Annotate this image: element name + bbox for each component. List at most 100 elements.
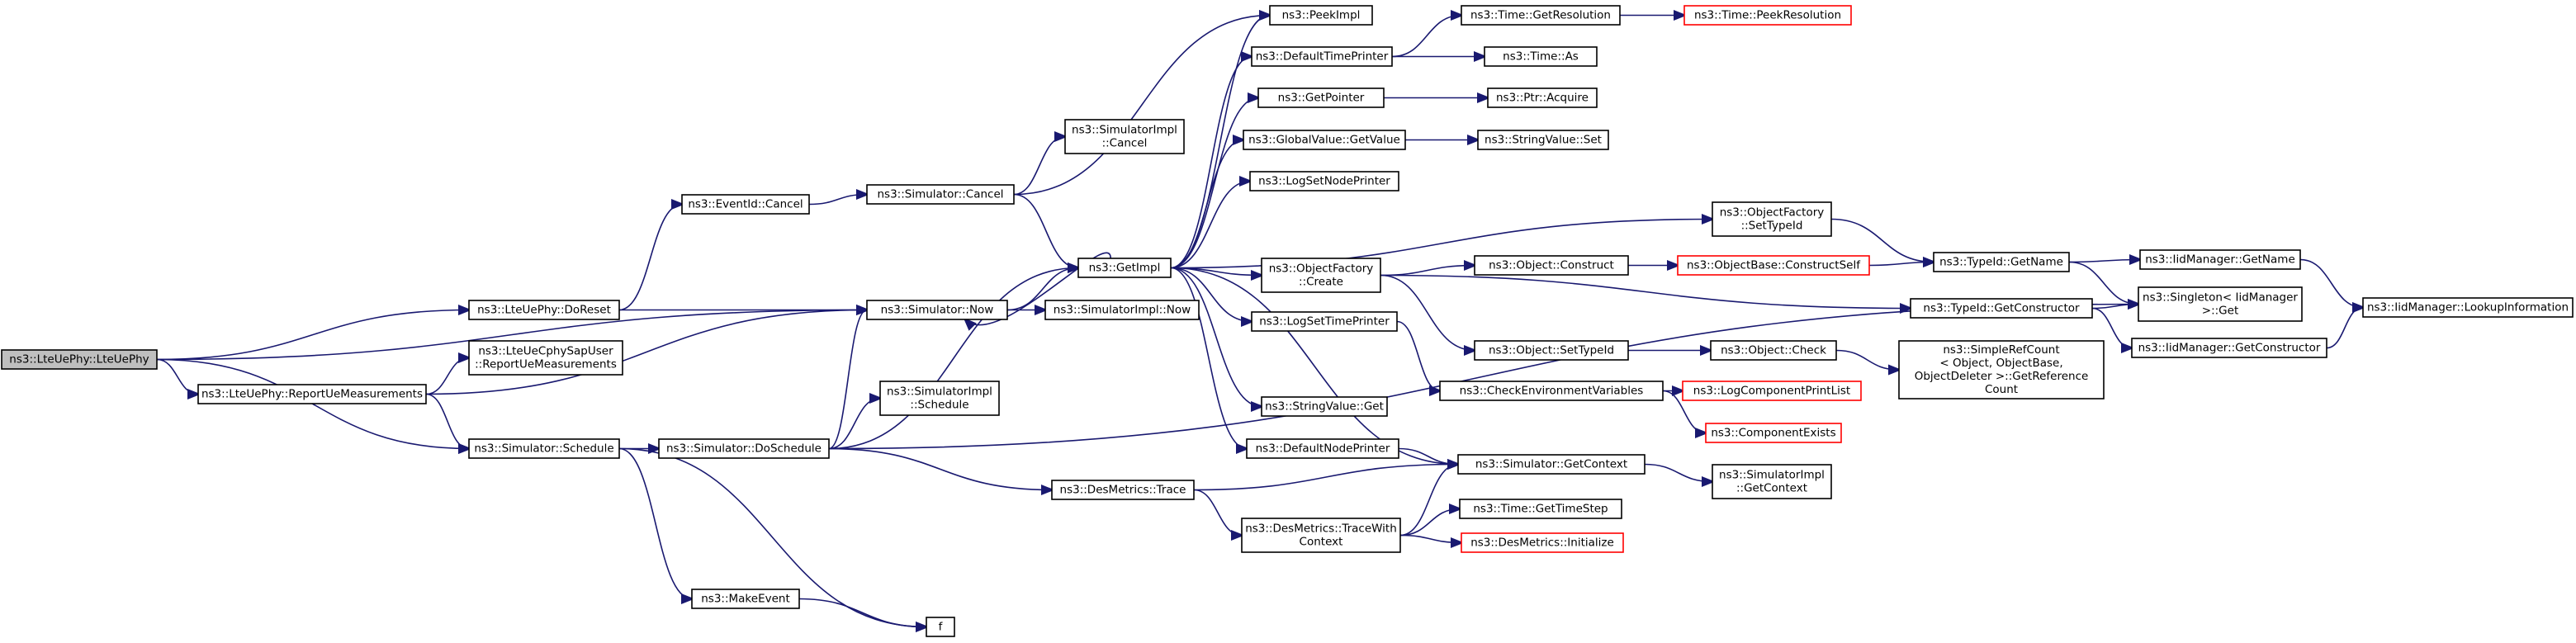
node-box[interactable]: [1683, 5, 1852, 26]
node-box[interactable]: [1251, 46, 1393, 67]
node-svget[interactable]: ns3::StringValue::Get: [1261, 396, 1388, 417]
node-ofsettypeid[interactable]: ns3::ObjectFactory::SetTypeId: [1712, 201, 1832, 237]
node-timeas[interactable]: ns3::Time::As: [1484, 46, 1598, 67]
node-logsetnode[interactable]: ns3::LogSetNodePrinter: [1249, 171, 1399, 191]
node-box[interactable]: [681, 194, 810, 215]
node-box[interactable]: [1457, 454, 1646, 475]
node-box[interactable]: [879, 381, 1000, 416]
node-box[interactable]: [1682, 381, 1862, 401]
node-simnow[interactable]: ns3::Simulator::Now: [866, 300, 1008, 320]
node-eventcancel[interactable]: ns3::EventId::Cancel: [681, 194, 810, 215]
node-constructself[interactable]: ns3::ObjectBase::ConstructSelf: [1677, 255, 1870, 276]
node-getpointer[interactable]: ns3::GetPointer: [1257, 87, 1385, 108]
node-simplerefcount[interactable]: ns3::SimpleRefCount< Object, ObjectBase,…: [1898, 340, 2105, 400]
node-objsettypeid[interactable]: ns3::Object::SetTypeId: [1474, 340, 1629, 361]
node-gettimestep[interactable]: ns3::Time::GetTimeStep: [1459, 499, 1622, 519]
node-implcancel[interactable]: ns3::SimulatorImpl::Cancel: [1064, 119, 1185, 154]
node-box[interactable]: [1257, 87, 1385, 108]
node-ptracquire[interactable]: ns3::Ptr::Acquire: [1487, 87, 1598, 108]
node-simgetcontext[interactable]: ns3::Simulator::GetContext: [1457, 454, 1646, 475]
node-box[interactable]: [1064, 119, 1185, 154]
node-box[interactable]: [197, 384, 427, 404]
node-peekresolution[interactable]: ns3::Time::PeekResolution: [1683, 5, 1852, 26]
node-box[interactable]: [1243, 130, 1406, 150]
node-box[interactable]: [468, 438, 620, 459]
node-objconstruct[interactable]: ns3::Object::Construct: [1474, 255, 1629, 276]
node-root[interactable]: ns3::LteUePhy::LteUePhy: [1, 349, 158, 370]
node-doschedule[interactable]: ns3::Simulator::DoSchedule: [658, 438, 830, 459]
node-box[interactable]: [1044, 300, 1200, 320]
node-tidgetname[interactable]: ns3::TypeId::GetName: [1933, 252, 2070, 272]
node-deftimeprinter[interactable]: ns3::DefaultTimePrinter: [1251, 46, 1393, 67]
node-box[interactable]: [1077, 258, 1172, 278]
node-box[interactable]: [1261, 396, 1388, 417]
node-iidlookup[interactable]: ns3::IidManager::LookupInformation: [2362, 297, 2574, 318]
node-box[interactable]: [1459, 499, 1622, 519]
node-box[interactable]: [866, 184, 1015, 205]
node-box[interactable]: [1261, 258, 1381, 293]
node-doreset[interactable]: ns3::LteUePhy::DoReset: [468, 300, 620, 320]
node-cphysap[interactable]: ns3::LteUeCphySapUser::ReportUeMeasureme…: [468, 340, 623, 376]
node-implnow[interactable]: ns3::SimulatorImpl::Now: [1044, 300, 1200, 320]
node-box[interactable]: [1, 349, 158, 370]
node-box[interactable]: [1249, 171, 1399, 191]
node-box[interactable]: [1474, 340, 1629, 361]
node-box[interactable]: [1705, 423, 1842, 443]
node-ofcreate[interactable]: ns3::ObjectFactory::Create: [1261, 258, 1381, 293]
node-box[interactable]: [1710, 340, 1837, 361]
node-box[interactable]: [1712, 201, 1832, 237]
node-box[interactable]: [2131, 338, 2327, 358]
node-box[interactable]: [2138, 286, 2303, 322]
node-box[interactable]: [1241, 518, 1401, 553]
node-box[interactable]: [1461, 532, 1624, 553]
node-box[interactable]: [1898, 340, 2105, 400]
node-implschedule[interactable]: ns3::SimulatorImpl::Schedule: [879, 381, 1000, 416]
node-compexists[interactable]: ns3::ComponentExists: [1705, 423, 1842, 443]
node-box[interactable]: [1439, 381, 1664, 401]
node-box[interactable]: [1712, 464, 1832, 499]
node-iidgetname[interactable]: ns3::IidManager::GetName: [2139, 249, 2301, 270]
node-schedule[interactable]: ns3::Simulator::Schedule: [468, 438, 620, 459]
node-box[interactable]: [1677, 255, 1870, 276]
node-box[interactable]: [1461, 5, 1621, 26]
node-objcheck[interactable]: ns3::Object::Check: [1710, 340, 1837, 361]
node-box[interactable]: [2362, 297, 2574, 318]
node-svset[interactable]: ns3::StringValue::Set: [1477, 130, 1609, 150]
node-box[interactable]: [1474, 255, 1629, 276]
node-getresolution[interactable]: ns3::Time::GetResolution: [1461, 5, 1621, 26]
node-checkenv[interactable]: ns3::CheckEnvironmentVariables: [1439, 381, 1664, 401]
node-dminit[interactable]: ns3::DesMetrics::Initialize: [1461, 532, 1624, 553]
node-box[interactable]: [1933, 252, 2070, 272]
node-iidgetconstructor[interactable]: ns3::IidManager::GetConstructor: [2131, 338, 2327, 358]
node-f[interactable]: f: [926, 617, 955, 637]
node-box[interactable]: [468, 340, 623, 376]
node-box[interactable]: [1477, 130, 1609, 150]
node-box[interactable]: [1051, 480, 1195, 500]
node-implgetcontext[interactable]: ns3::SimulatorImpl::GetContext: [1712, 464, 1832, 499]
node-makeevent[interactable]: ns3::MakeEvent: [691, 589, 800, 609]
node-defnodeprinter[interactable]: ns3::DefaultNodePrinter: [1246, 438, 1399, 459]
node-box[interactable]: [468, 300, 620, 320]
node-tidgetconstructor[interactable]: ns3::TypeId::GetConstructor: [1910, 298, 2093, 319]
node-getimpl[interactable]: ns3::GetImpl: [1077, 258, 1172, 278]
node-singletonget[interactable]: ns3::Singleton< IidManager>::Get: [2138, 286, 2303, 322]
node-reportue[interactable]: ns3::LteUePhy::ReportUeMeasurements: [197, 384, 427, 404]
node-box[interactable]: [1246, 438, 1399, 459]
node-box[interactable]: [1487, 87, 1598, 108]
node-box[interactable]: [1251, 311, 1398, 332]
node-box[interactable]: [926, 617, 955, 637]
node-box[interactable]: [691, 589, 800, 609]
node-dmtrace[interactable]: ns3::DesMetrics::Trace: [1051, 480, 1195, 500]
node-box[interactable]: [1269, 5, 1373, 26]
node-simcancel[interactable]: ns3::Simulator::Cancel: [866, 184, 1015, 205]
node-logcomplist[interactable]: ns3::LogComponentPrintList: [1682, 381, 1862, 401]
node-box[interactable]: [866, 300, 1008, 320]
node-logsettime[interactable]: ns3::LogSetTimePrinter: [1251, 311, 1398, 332]
node-gvgetvalue[interactable]: ns3::GlobalValue::GetValue: [1243, 130, 1406, 150]
node-box[interactable]: [1910, 298, 2093, 319]
node-box[interactable]: [1484, 46, 1598, 67]
node-box[interactable]: [2139, 249, 2301, 270]
node-peekimpl[interactable]: ns3::PeekImpl: [1269, 5, 1373, 26]
node-box[interactable]: [658, 438, 830, 459]
